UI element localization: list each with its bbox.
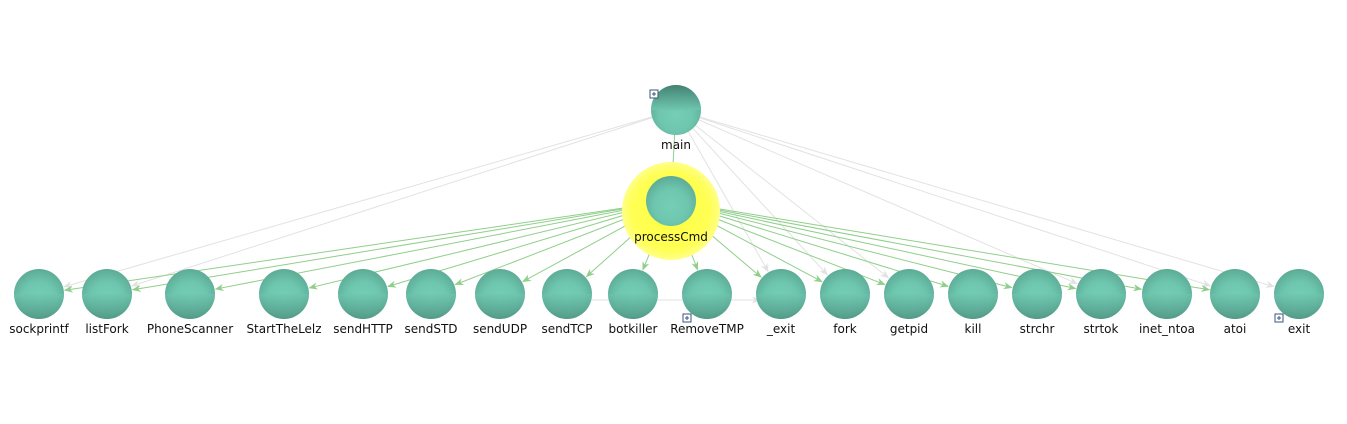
node-shade xyxy=(608,294,658,319)
node-phonescanner[interactable]: PhoneScanner xyxy=(147,269,233,336)
node-fork[interactable]: fork xyxy=(820,269,870,336)
node-shade xyxy=(82,294,132,319)
expand-icon[interactable] xyxy=(1274,313,1284,323)
call-edge-main-sockprintf xyxy=(63,115,655,288)
node-label: botkiller xyxy=(609,322,658,336)
node-label: sockprintf xyxy=(9,322,69,336)
node-main[interactable]: main xyxy=(649,85,701,152)
node-label: sendUDP xyxy=(473,322,527,336)
root-call-edges xyxy=(63,115,1275,304)
node-startthelelz[interactable]: StartTheLelz xyxy=(246,269,322,336)
node-shade xyxy=(651,85,701,110)
node-label: strchr xyxy=(1020,322,1055,336)
call-edge-main-exit xyxy=(697,116,1275,288)
node-getpid[interactable]: getpid xyxy=(884,269,934,336)
node-inet-ntoa[interactable]: inet_ntoa xyxy=(1139,269,1195,336)
node-shade xyxy=(259,294,309,319)
node-label: sendSTD xyxy=(404,322,457,336)
node-shade xyxy=(820,294,870,319)
node-label: sendHTTP xyxy=(333,322,393,336)
node-label: sendTCP xyxy=(541,322,592,336)
call-edge-processcmd-atoi xyxy=(693,204,1211,293)
node-botkiller[interactable]: botkiller xyxy=(608,269,658,336)
node-processcmd[interactable]: processCmd xyxy=(622,162,720,260)
node-listfork[interactable]: listFork xyxy=(82,269,132,336)
node-shade xyxy=(165,294,215,319)
call-edge-processcmd-listfork xyxy=(131,204,649,293)
node-shade xyxy=(1210,294,1260,319)
node-sendstd[interactable]: sendSTD xyxy=(404,269,458,336)
call-edge-main-fork xyxy=(691,126,829,276)
node-sendudp[interactable]: sendUDP xyxy=(473,269,527,336)
node-shade xyxy=(475,294,525,319)
node-label: _exit xyxy=(766,322,796,336)
node-exit[interactable]: exit xyxy=(1274,269,1324,336)
node-label: StartTheLelz xyxy=(246,322,321,336)
node--exit[interactable]: _exit xyxy=(756,269,806,336)
node-label: strtok xyxy=(1084,322,1119,336)
node-shade xyxy=(1012,294,1062,319)
call-edge-main-atoi xyxy=(697,116,1212,287)
node-sendtcp[interactable]: sendTCP xyxy=(541,269,593,336)
node-removetmp[interactable]: RemoveTMP xyxy=(670,269,744,336)
call-edge-main-listfork xyxy=(130,116,655,287)
node-kill[interactable]: kill xyxy=(948,269,998,336)
call-edge-main-strtok xyxy=(696,118,1078,285)
node-label: getpid xyxy=(890,322,928,336)
node-label: processCmd xyxy=(634,230,708,244)
node-shade xyxy=(756,294,806,319)
expand-icon[interactable] xyxy=(682,313,692,323)
node-atoi[interactable]: atoi xyxy=(1210,269,1260,336)
node-shade xyxy=(884,294,934,319)
call-edge-main--exit xyxy=(686,129,769,273)
node-shade xyxy=(1076,294,1126,319)
node-strchr[interactable]: strchr xyxy=(1012,269,1062,336)
node-label: main xyxy=(661,138,691,152)
node-shade xyxy=(14,294,64,319)
node-label: PhoneScanner xyxy=(147,322,233,336)
node-label: atoi xyxy=(1224,322,1247,336)
call-edge-main-getpid xyxy=(693,123,890,279)
node-shade xyxy=(1142,294,1192,319)
call-edge-processcmd-inet-ntoa xyxy=(693,204,1143,292)
node-label: RemoveTMP xyxy=(670,322,744,336)
node-label: fork xyxy=(833,322,857,336)
node-label: listFork xyxy=(85,322,128,336)
node-circle xyxy=(646,176,696,226)
node-shade xyxy=(542,294,592,319)
node-shade xyxy=(948,294,998,319)
node-label: kill xyxy=(965,322,982,336)
node-label: inet_ntoa xyxy=(1139,322,1195,336)
node-strtok[interactable]: strtok xyxy=(1076,269,1126,336)
node-sendhttp[interactable]: sendHTTP xyxy=(333,269,393,336)
call-edge-processcmd-sendstd xyxy=(454,208,650,286)
node-label: exit xyxy=(1288,322,1311,336)
node-shade xyxy=(338,294,388,319)
node-sockprintf[interactable]: sockprintf xyxy=(9,269,70,336)
expand-icon[interactable] xyxy=(649,89,659,99)
node-shade xyxy=(1274,294,1324,319)
call-edge-processcmd-sockprintf xyxy=(63,203,649,293)
node-shade xyxy=(682,294,732,319)
call-edge-processcmd-strtok xyxy=(693,205,1077,291)
graph-nodes: main processCmd sockprintf listFork PhoneSca… xyxy=(9,85,1324,336)
node-shade xyxy=(406,294,456,319)
